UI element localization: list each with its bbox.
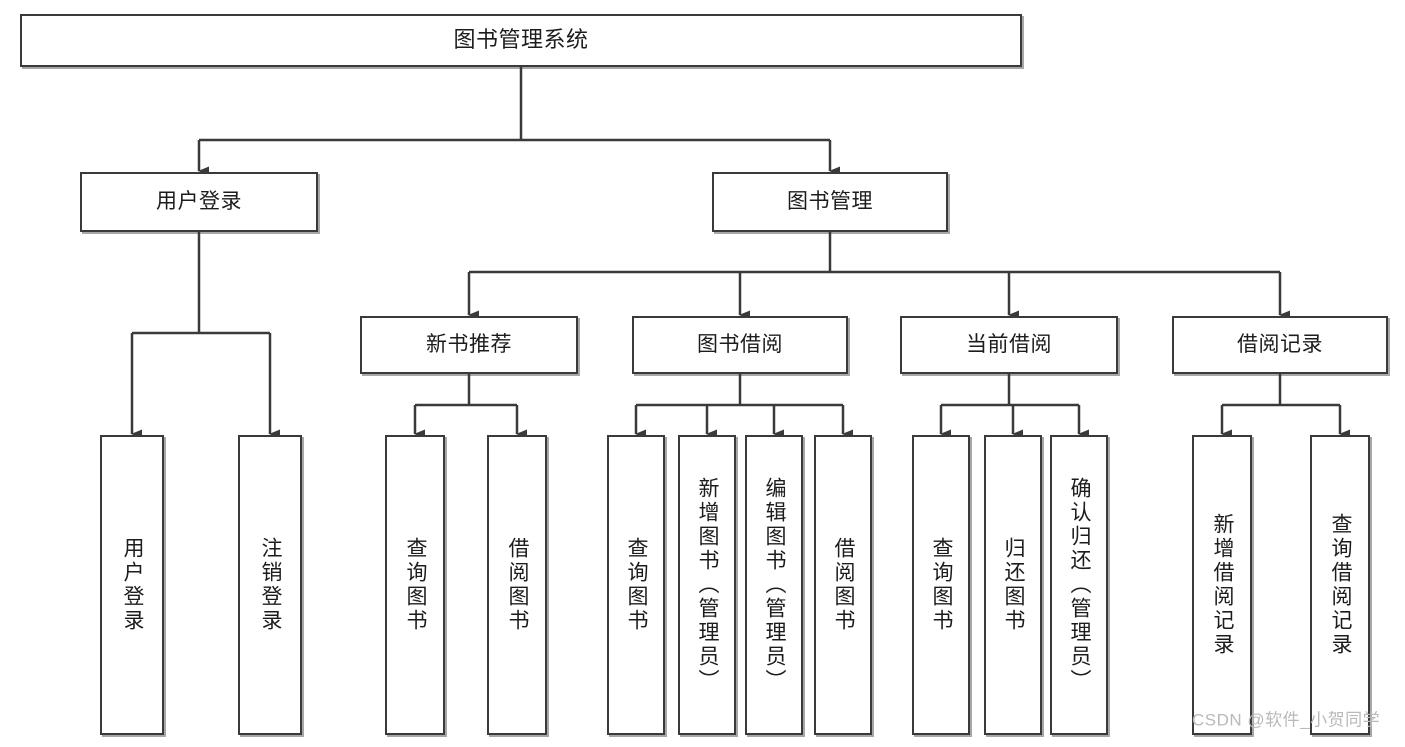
node-label-leaf-new-1: 查询图书 — [404, 537, 428, 633]
node-label-bookmgmt: 图书管理 — [787, 190, 873, 214]
node-label-leaf-new-2: 借阅图书 — [506, 537, 530, 633]
node-label-leaf-rec-2: 查询借阅记录 — [1329, 513, 1353, 657]
node-label-borrow: 图书借阅 — [697, 333, 783, 357]
node-leaf-new-2[interactable]: 借阅图书 — [487, 435, 547, 735]
node-borrow[interactable]: 图书借阅 — [632, 316, 848, 374]
node-label-leaf-login-2: 注销登录 — [259, 537, 283, 633]
node-leaf-borrow-3[interactable]: 编辑图书（管理员） — [745, 435, 803, 735]
node-leaf-borrow-4[interactable]: 借阅图书 — [814, 435, 872, 735]
node-leaf-rec-2[interactable]: 查询借阅记录 — [1310, 435, 1370, 735]
node-label-login: 用户登录 — [156, 190, 242, 214]
node-label-leaf-cur-2: 归还图书 — [1002, 537, 1026, 633]
node-label-records: 借阅记录 — [1237, 333, 1323, 357]
node-leaf-cur-2[interactable]: 归还图书 — [984, 435, 1042, 735]
node-leaf-cur-3[interactable]: 确认归还（管理员） — [1050, 435, 1108, 735]
node-records[interactable]: 借阅记录 — [1172, 316, 1388, 374]
node-label-leaf-borrow-4: 借阅图书 — [832, 537, 856, 633]
connector-layer — [130, 67, 1350, 439]
node-label-current: 当前借阅 — [966, 333, 1052, 357]
node-label-leaf-borrow-1: 查询图书 — [625, 537, 649, 633]
node-label-root: 图书管理系统 — [453, 27, 589, 53]
node-login[interactable]: 用户登录 — [80, 172, 318, 232]
node-newbook[interactable]: 新书推荐 — [360, 316, 578, 374]
node-leaf-cur-1[interactable]: 查询图书 — [912, 435, 970, 735]
node-current[interactable]: 当前借阅 — [900, 316, 1118, 374]
node-label-leaf-borrow-3: 编辑图书（管理员） — [763, 477, 787, 693]
node-leaf-borrow-1[interactable]: 查询图书 — [607, 435, 665, 735]
node-leaf-login-2[interactable]: 注销登录 — [238, 435, 302, 735]
node-leaf-login-1[interactable]: 用户登录 — [100, 435, 164, 735]
node-label-leaf-rec-1: 新增借阅记录 — [1211, 513, 1235, 657]
node-leaf-rec-1[interactable]: 新增借阅记录 — [1192, 435, 1252, 735]
node-label-leaf-borrow-2: 新增图书（管理员） — [696, 477, 720, 693]
node-label-leaf-login-1: 用户登录 — [121, 537, 145, 633]
node-label-leaf-cur-3: 确认归还（管理员） — [1068, 477, 1092, 693]
node-label-newbook: 新书推荐 — [426, 333, 512, 357]
node-root[interactable]: 图书管理系统 — [20, 14, 1022, 67]
node-label-leaf-cur-1: 查询图书 — [930, 537, 954, 633]
node-leaf-new-1[interactable]: 查询图书 — [385, 435, 445, 735]
node-bookmgmt[interactable]: 图书管理 — [712, 172, 948, 232]
node-leaf-borrow-2[interactable]: 新增图书（管理员） — [678, 435, 736, 735]
